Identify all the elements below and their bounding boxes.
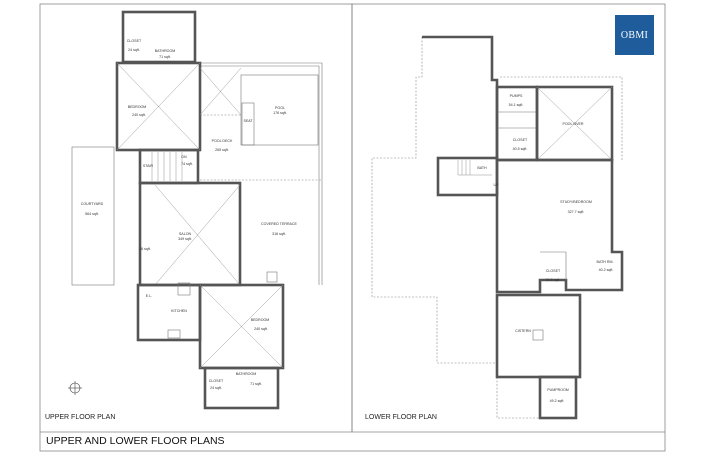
room-label: CLOSET <box>513 138 528 142</box>
upper-plan-title: UPPER FLOOR PLAN <box>45 414 116 421</box>
room-area: 40.5 sqft. <box>513 147 528 151</box>
courtyard-outline <box>71 146 115 286</box>
room-area: 40.2 sqft. <box>599 268 614 272</box>
lower-study-bedroom <box>495 158 624 294</box>
room-label: BATH <box>477 166 487 170</box>
lower-floor-plan: PUMPS 54.1 sqft. POOL OVER CLOSET 40.5 s… <box>371 35 624 420</box>
room-area: 327.7 sqft. <box>568 210 585 214</box>
room-area: 24 sqft. <box>128 48 140 52</box>
room-label: PUMPROOM <box>547 388 569 392</box>
upper-floor-plan: CLOSET 24 sqft. BATHROOM 71 sqft. BEDROO… <box>68 10 323 410</box>
room-label: BATH RM. <box>597 260 614 264</box>
room-label: COVERED TERRACE <box>261 222 297 226</box>
room-label: BATHROOM <box>236 372 257 376</box>
upper-outline-dashed <box>371 37 497 364</box>
lower-pumproom <box>538 375 578 420</box>
room-label: CLOSET <box>546 269 561 273</box>
lower-plan-title: LOWER FLOOR PLAN <box>365 414 437 421</box>
pool <box>240 74 319 146</box>
room-label: BEDROOM <box>128 105 147 109</box>
room-label: E.L. <box>146 294 152 298</box>
room-label: POOL OVER <box>562 122 583 126</box>
sheet-title: UPPER AND LOWER FLOOR PLANS <box>46 435 225 447</box>
room-area: 71 sqft. <box>250 382 262 386</box>
room-label: POOL DECK <box>212 139 233 143</box>
stair-note: UP <box>494 183 500 187</box>
room-label: SEAT <box>243 119 253 123</box>
room-label: CLOSET <box>127 39 142 43</box>
room-label: PUMPS <box>510 94 523 98</box>
room-label: POOL <box>275 106 285 110</box>
room-area: 240 sqft. <box>132 113 146 117</box>
room-label: CLOSET <box>209 379 224 383</box>
room-area: 74 sqft. <box>181 162 193 166</box>
room-area: 564 sqft. <box>85 212 99 216</box>
room-area: 240 sqft. <box>254 327 268 331</box>
room-label: BATHROOM <box>155 49 176 53</box>
lower-stair <box>436 156 499 197</box>
lower-retaining-wall <box>422 35 499 160</box>
room-area: 71 sqft. <box>159 55 171 59</box>
room-label: CISTERN <box>515 329 531 333</box>
room-area: 349 sqft. <box>178 237 192 241</box>
room-label: BEDROOM <box>251 318 270 322</box>
room-area: 59.5 sqft. <box>546 278 561 282</box>
north-arrow-icon <box>68 381 82 395</box>
room-label: SALON <box>179 232 192 236</box>
terrace-outline <box>200 62 323 285</box>
room-area: 176 sqft. <box>273 111 287 115</box>
room-area: 24 sqft. <box>210 386 222 390</box>
room-label: KITCHEN <box>171 309 187 313</box>
lower-cistern <box>495 293 582 379</box>
room-label: STAIR <box>143 164 154 168</box>
pool-seat <box>241 102 255 146</box>
sheet-frame <box>39 3 666 452</box>
logo-text: OBMI <box>620 29 649 41</box>
stair-note: DN <box>181 155 187 159</box>
room-area: 54.1 sqft. <box>509 103 524 107</box>
room-area: 265 sqft. <box>215 148 229 152</box>
room-label: STUDY/BEDROOM <box>560 200 592 204</box>
upper-bath-block-bottom <box>203 366 280 410</box>
room-label: COURTYARD <box>81 202 104 206</box>
room-area: 316 sqft. <box>272 232 286 236</box>
obmi-logo: OBMI <box>615 15 654 55</box>
room-area: 26 sqft. <box>139 247 151 251</box>
room-area: 49.2 sqft. <box>550 399 565 403</box>
